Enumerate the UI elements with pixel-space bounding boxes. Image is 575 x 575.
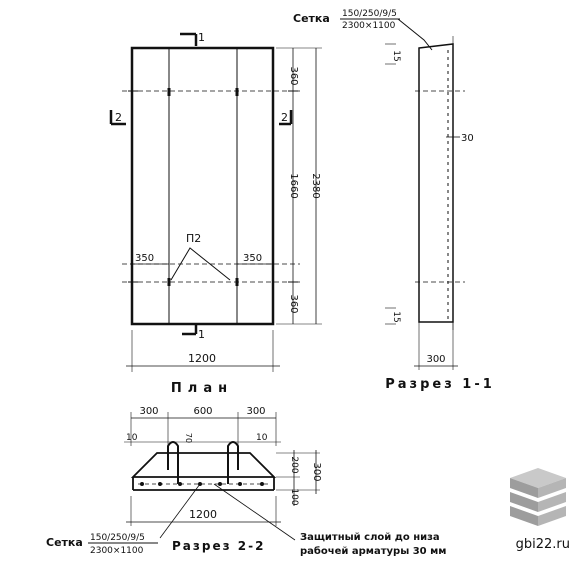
- svg-text:2300×1100: 2300×1100: [90, 546, 144, 556]
- svg-text:П2: П2: [186, 232, 201, 245]
- svg-text:рабочей арматуры 30 мм: рабочей арматуры 30 мм: [300, 545, 446, 557]
- svg-text:150/250/9/5: 150/250/9/5: [342, 9, 397, 19]
- svg-text:1: 1: [198, 31, 205, 44]
- svg-text:300: 300: [246, 406, 265, 417]
- svg-text:300: 300: [311, 462, 322, 481]
- svg-text:1: 1: [198, 328, 205, 341]
- svg-text:2: 2: [115, 111, 122, 124]
- section-2-2-title: Разрез 2-2: [172, 539, 265, 553]
- watermark-logo: [510, 468, 566, 526]
- svg-text:Защитный слой до низа: Защитный слой до низа: [300, 532, 440, 543]
- mesh-callout-bottom: Сетка 150/250/9/5 2300×1100: [46, 533, 158, 556]
- svg-text:15: 15: [391, 50, 401, 61]
- svg-text:2: 2: [281, 111, 288, 124]
- svg-text:360: 360: [288, 66, 299, 85]
- svg-text:1660: 1660: [288, 173, 299, 198]
- svg-text:200: 200: [289, 456, 299, 473]
- svg-text:10: 10: [126, 433, 138, 443]
- mesh-callout-top: Сетка 150/250/9/5 2300×1100: [293, 9, 433, 51]
- svg-text:2380: 2380: [310, 173, 321, 198]
- svg-text:1200: 1200: [188, 352, 216, 365]
- svg-text:300: 300: [139, 406, 158, 417]
- svg-text:150/250/9/5: 150/250/9/5: [90, 533, 145, 543]
- svg-text:350: 350: [243, 253, 262, 264]
- svg-text:360: 360: [288, 294, 299, 313]
- svg-text:Сетка: Сетка: [293, 12, 330, 25]
- svg-text:300: 300: [426, 354, 445, 365]
- svg-text:350: 350: [135, 253, 154, 264]
- svg-text:70: 70: [184, 433, 193, 443]
- svg-text:15: 15: [391, 311, 401, 322]
- svg-text:100: 100: [289, 488, 299, 505]
- plan-view: 1 1 2 2 350 350 П2 360 1660 360 2380: [109, 31, 322, 396]
- svg-text:600: 600: [193, 406, 212, 417]
- svg-text:1200: 1200: [189, 508, 217, 521]
- plan-outline: [130, 46, 275, 326]
- svg-text:Сетка: Сетка: [46, 536, 83, 549]
- watermark-text: gbi22.ru: [516, 537, 570, 552]
- section-2-2: 300 600 300 10 10 70 200 100 300 1200: [124, 406, 446, 557]
- svg-text:10: 10: [256, 433, 268, 443]
- svg-text:30: 30: [461, 133, 474, 144]
- plan-title: План: [171, 381, 233, 396]
- svg-text:2300×1100: 2300×1100: [342, 21, 396, 31]
- section-1-1-title: Разрез 1-1: [385, 377, 495, 392]
- section-1-1: 15 15 30 300 Разрез 1-1: [385, 36, 495, 392]
- rebar-dots: [140, 482, 264, 486]
